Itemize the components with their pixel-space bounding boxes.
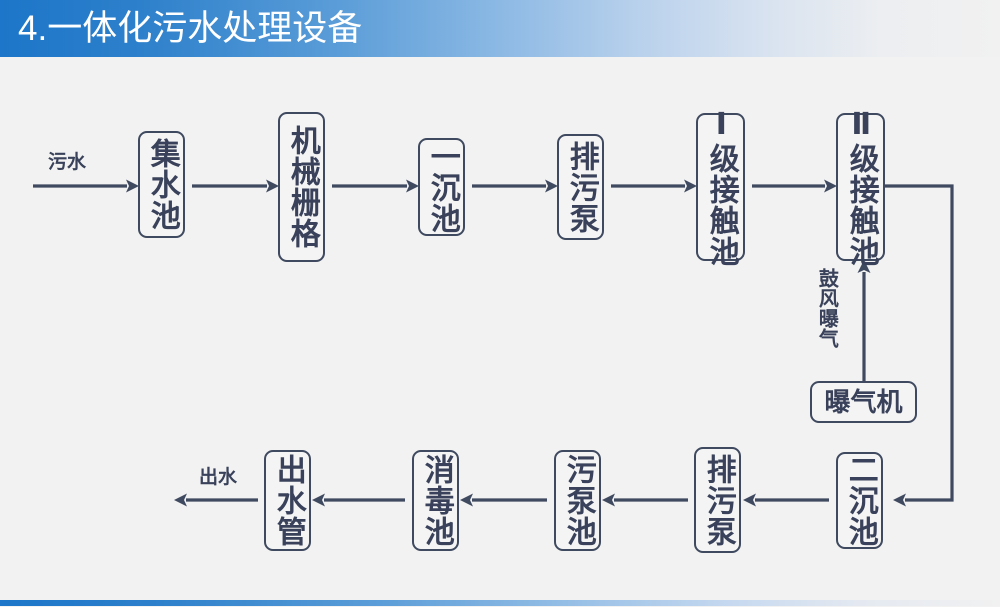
node-jixieshange[interactable]: 机械栅格 xyxy=(278,112,325,262)
node-paiwubeng-top[interactable]: 排污泵 xyxy=(557,134,604,240)
node-wubengchi[interactable]: 污泵池 xyxy=(554,450,601,551)
node-jiechuchi-1-label: Ⅰ级接触池 xyxy=(704,107,738,267)
node-jixieshange-label: 机械栅格 xyxy=(285,125,319,249)
node-paiwubeng-bottom[interactable]: 排污泵 xyxy=(694,447,741,553)
diagram-connectors xyxy=(33,179,954,507)
node-chushuiguan[interactable]: 出水管 xyxy=(264,450,311,551)
node-xiaoduchi[interactable]: 消毒池 xyxy=(412,450,459,551)
node-baoqiji-label: 曝气机 xyxy=(824,387,903,417)
node-chushuiguan-label: 出水管 xyxy=(271,454,305,547)
node-jishuichi-label: 集水池 xyxy=(145,138,179,231)
node-erchenchi-label: 二沉池 xyxy=(843,454,877,547)
node-baoqiji[interactable]: 曝气机 xyxy=(810,381,917,423)
node-jishuichi[interactable]: 集水池 xyxy=(138,131,185,238)
process-flow-diagram: 集水池 机械栅格 一沉池 排污泵 Ⅰ级接触池 Ⅱ级接触池 曝气机 二沉池 排污泵 xyxy=(0,57,1000,600)
node-wubengchi-label: 污泵池 xyxy=(561,454,595,547)
node-jiechuchi-2-label: Ⅱ级接触池 xyxy=(844,107,878,267)
outlet-label: 出水 xyxy=(199,467,238,488)
node-paiwubeng-top-label: 排污泵 xyxy=(564,140,598,234)
node-yichenchi-label: 一沉池 xyxy=(425,140,459,234)
node-jiechuchi-2[interactable]: Ⅱ级接触池 xyxy=(836,107,885,267)
node-paiwubeng-bottom-label: 排污泵 xyxy=(701,453,735,547)
node-jiechuchi-1[interactable]: Ⅰ级接触池 xyxy=(696,107,745,267)
node-yichenchi[interactable]: 一沉池 xyxy=(418,138,465,236)
edge-jiechuchi2-to-erchenchi xyxy=(885,184,954,507)
header-bar: 4.一体化污水处理设备 xyxy=(0,0,1000,57)
inlet-label: 污水 xyxy=(48,152,87,173)
node-xiaoduchi-label: 消毒池 xyxy=(419,454,453,547)
footer-bar xyxy=(0,600,1000,606)
aeration-label: 鼓风曝气 xyxy=(815,268,838,348)
page-title: 4.一体化污水处理设备 xyxy=(18,9,363,48)
node-erchenchi[interactable]: 二沉池 xyxy=(836,452,883,549)
